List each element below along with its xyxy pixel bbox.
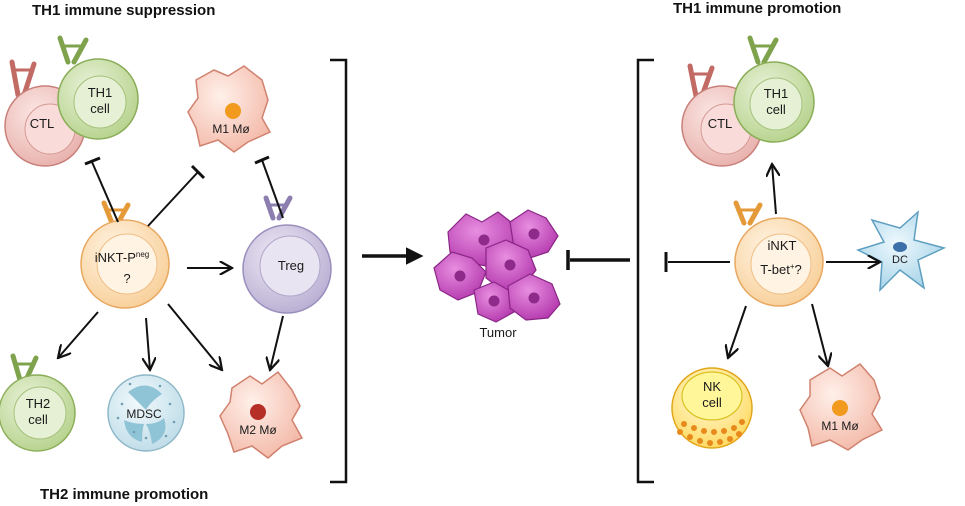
left-th2-label-1: TH2 [26,396,51,411]
right-nk-granules [677,419,745,446]
left-ctl-label: CTL [30,116,55,131]
right-inkt-cell-group: iNKT T-bet+? [733,200,824,307]
left-ctl-th1-group: CTL TH1 cell [4,35,139,167]
inhibit-inkt-to-th1-ctl [91,161,119,223]
right-nk-label-1: NK [703,379,721,394]
left-th1-label-1: TH1 [88,85,113,100]
left-m2-nucleus [250,404,266,420]
left-mdsc-label: MDSC [126,407,162,421]
left-mdsc-cell [107,374,185,452]
left-bracket [330,58,348,484]
right-ctl-th1-group: CTL TH1 cell [681,35,815,167]
right-th1-label-2: cell [766,102,786,117]
right-th1-label-1: TH1 [764,86,789,101]
left-inkt-label-2: ? [123,271,130,286]
left-inkt-cell-group: iNKT-Pneg ? [80,200,170,309]
right-m1-macrophage: M1 Mø [799,363,884,451]
right-nk-nucleus [681,371,743,421]
left-ctl-receptor [9,59,37,98]
left-th2-label-2: cell [28,412,48,427]
heading-th1-promotion: TH1 immune promotion [673,0,842,17]
heading-th1-suppression: TH1 immune suppression [32,2,216,19]
right-ctl-label: CTL [708,116,733,131]
right-dc-cell: DC [855,210,947,292]
right-dc-nucleus [893,242,907,252]
arrow-inkt-to-nk [728,305,747,358]
right-m1-label: M1 Mø [821,419,859,433]
left-treg-label: Treg [278,258,304,273]
inhibit-bar-2 [190,164,206,180]
left-arrows [58,155,284,370]
tumor-label: Tumor [479,325,517,340]
left-mdsc-cell-group: MDSC [107,374,185,452]
right-nk-label-2: cell [702,395,722,410]
inhibit-bar-1 [84,156,101,166]
arrow-inkt-to-th2 [58,311,99,358]
arrow-inkt-to-mdsc [146,317,150,370]
tumor-cluster [433,209,561,323]
left-m1-nucleus [225,103,241,119]
left-th1-label-2: cell [90,101,110,116]
right-inkt-label-1: iNKT [768,238,797,253]
inhibit-bar-3 [254,155,270,165]
arrow-treg-to-m2 [270,315,284,370]
right-inkt-label-2: T-bet+? [760,262,802,277]
right-bracket [636,58,654,484]
left-m2-label: M2 Mø [239,423,277,437]
arrow-inkt-to-m1 [811,303,828,366]
right-arrows [664,164,880,366]
right-dc-label: DC [892,254,908,266]
left-m2-macrophage: M2 Mø [219,370,304,459]
left-th2-cell-group: TH2 cell [0,353,76,452]
left-m1-macrophage: M1 Mø [187,65,272,153]
left-m1-label: M1 Mø [212,122,250,136]
arrow-inkt-to-m2 [167,303,222,370]
inhibit-inkt-to-m1 [147,171,199,227]
left-inkt-label: iNKT-Pneg [95,250,150,265]
left-th1-receptor [57,35,89,65]
left-treg-cell-group: Treg [242,195,332,314]
right-m1-nucleus [832,400,848,416]
heading-th2-promotion: TH2 immune promotion [40,486,209,503]
left-th1-nucleus [73,75,127,129]
inhibit-treg-to-m1 [261,159,284,219]
arrow-inkt-to-th1-ctl [772,164,776,215]
right-nk-cell-group: NK cell [671,367,753,449]
